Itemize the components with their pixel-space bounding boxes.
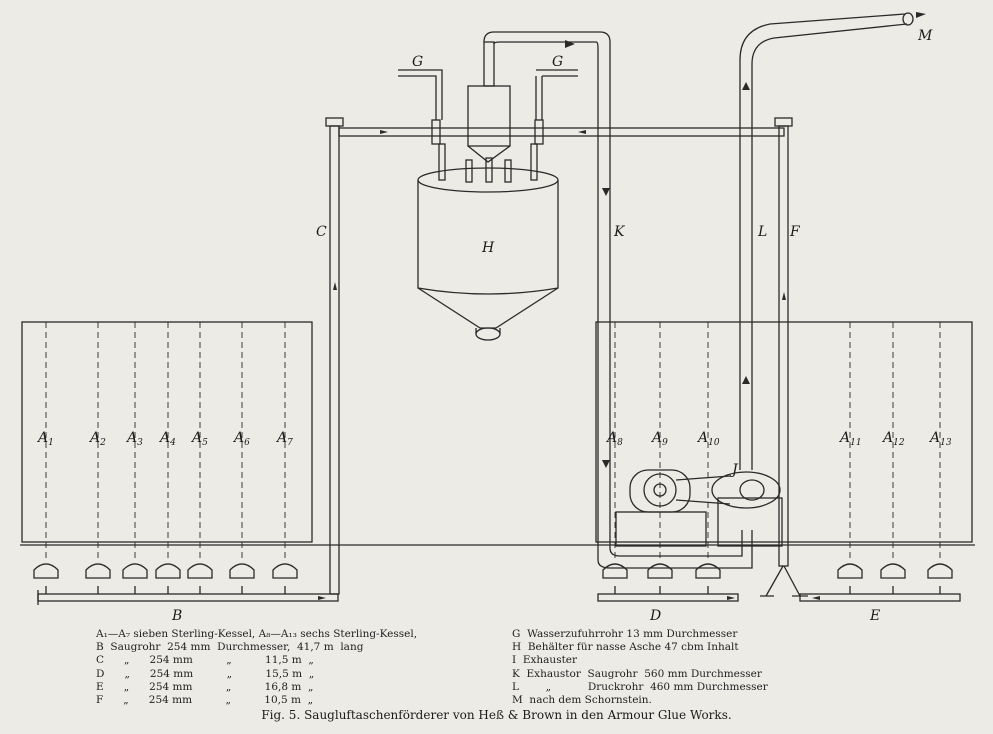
label-k: K (613, 224, 626, 240)
exhaust-pipe-k (483, 31, 753, 569)
label-l: L (757, 224, 767, 240)
boiler-label: A5 (190, 430, 208, 448)
suction-pipe-e (799, 586, 961, 602)
top-horizontal-pipe (338, 119, 785, 145)
label-g-right: G (552, 54, 563, 70)
label-b: B (171, 608, 182, 624)
label-g-left: G (412, 54, 423, 70)
boiler-label: A2 (88, 430, 106, 448)
boiler-label: A8 (605, 430, 623, 448)
label-j: J (729, 462, 739, 478)
pressure-pipe-l (739, 12, 914, 470)
pipe-c (325, 117, 344, 595)
label-h: H (481, 240, 495, 256)
suction-pipe-d (597, 586, 739, 602)
legend-right: G Wasserzufuhrrohr 13 mm Durchmesser H B… (512, 628, 768, 707)
boiler-label: A11 (838, 430, 862, 448)
pipe-f (760, 117, 808, 597)
legend-line: K Exhaustor Saugrohr 560 mm Durchmesser (512, 667, 762, 680)
ash-hoppers (33, 563, 953, 579)
boiler-labels: A1 A2 A3 A4 A5 A6 A7 A8 A9 A10 A11 A12 A… (36, 430, 952, 448)
legend-line: D „ 254 mm „ 15,5 m „ (96, 667, 315, 680)
legend-line: G Wasserzufuhrrohr 13 mm Durchmesser (512, 628, 738, 640)
water-pipes-g (398, 69, 578, 120)
boiler-label: A13 (928, 430, 952, 448)
boiler-house-left (21, 321, 313, 543)
separator-cyclone (467, 41, 511, 163)
legend-line: A₁—A₇ sieben Sterling-Kessel, A₈—A₁₃ sec… (96, 628, 418, 640)
legend-line: I Exhauster (512, 654, 578, 667)
boiler-label: A9 (650, 430, 668, 448)
figure-caption: Fig. 5. Saugluftaschenförderer von Heß &… (261, 708, 732, 722)
legend-left: A₁—A₇ sieben Sterling-Kessel, A₈—A₁₃ sec… (96, 628, 417, 707)
component-labels: M G G H C K L F J B D E (171, 28, 933, 624)
boiler-label: A3 (125, 430, 143, 448)
flow-arrows (318, 12, 926, 600)
boiler-label: A12 (881, 430, 905, 448)
boiler-house-right (595, 321, 973, 543)
boiler-label: A1 (36, 430, 54, 448)
suction-pipe-b (37, 586, 339, 605)
boiler-label: A6 (232, 430, 250, 448)
legend-line: H Behälter für nasse Asche 47 cbm Inhalt (512, 641, 739, 654)
legend-line: E „ 254 mm „ 16,8 m „ (96, 680, 314, 693)
label-e: E (869, 608, 880, 624)
label-m: M (917, 28, 933, 44)
label-d: D (649, 608, 661, 624)
boiler-label: A10 (696, 430, 720, 448)
ash-tank-h (417, 143, 559, 341)
boiler-label: A7 (275, 430, 293, 448)
legend-line: C „ 254 mm „ 11,5 m „ (96, 654, 314, 667)
label-c: C (316, 224, 327, 240)
legend-line: L „ Druckrohr 460 mm Durchmesser (512, 680, 768, 693)
legend-line: B Saugrohr 254 mm Durchmesser, 41,7 m la… (96, 641, 364, 654)
legend-line: M nach dem Schornstein. (512, 694, 652, 707)
boiler-label: A4 (158, 430, 176, 448)
boiler-centerlines (45, 322, 941, 560)
exhauster-j (615, 469, 783, 547)
label-f: F (789, 224, 801, 240)
legend-line: F „ 254 mm „ 10,5 m „ (96, 694, 314, 707)
